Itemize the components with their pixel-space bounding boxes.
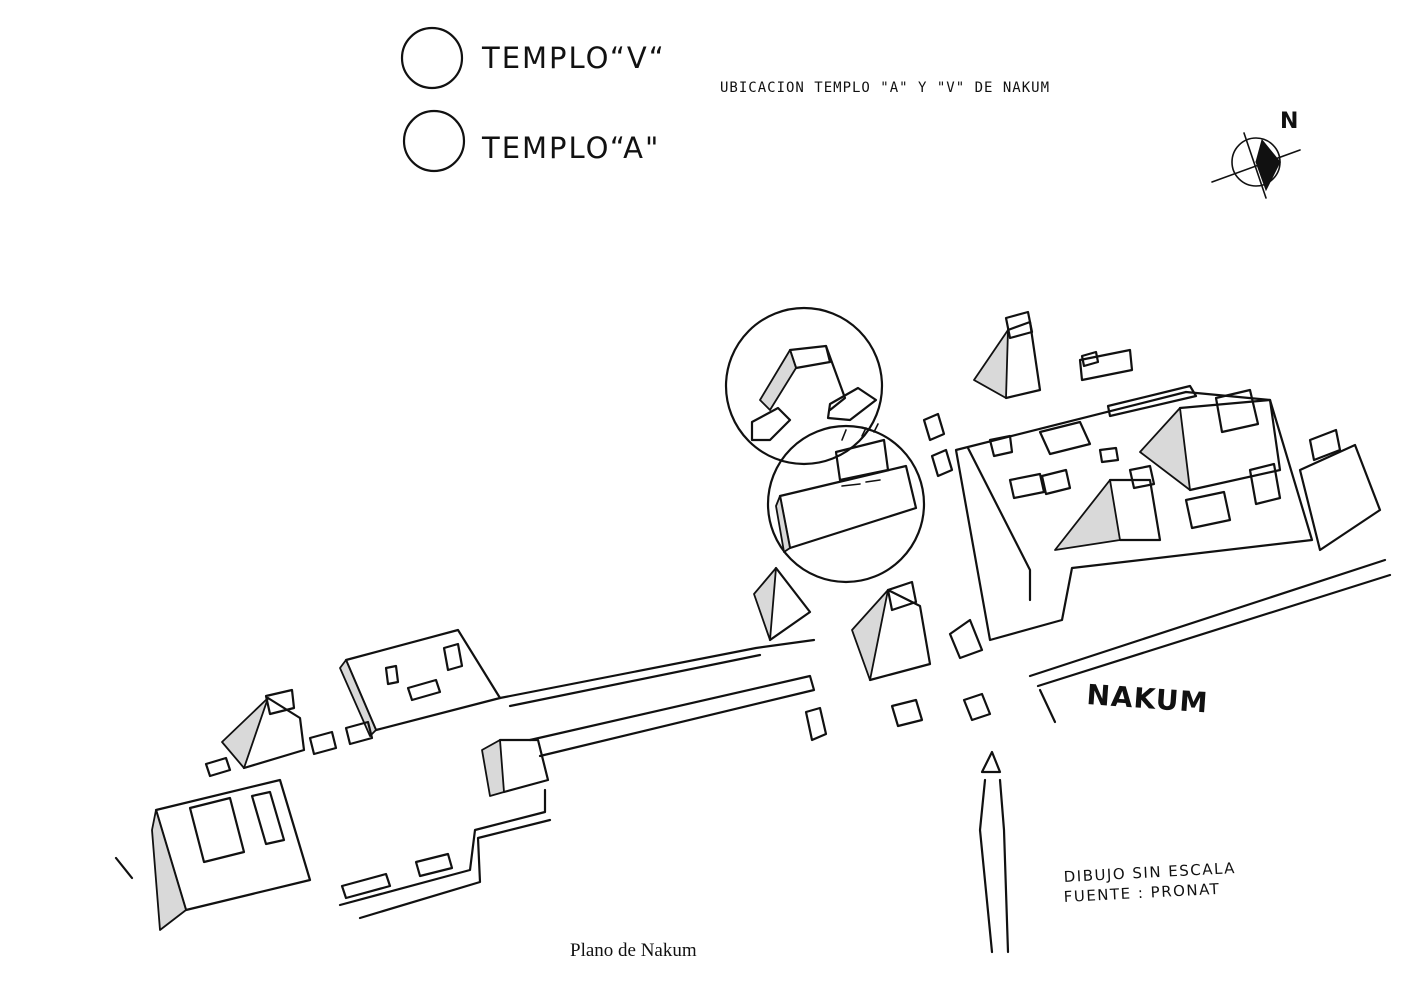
north-arrow-icon: N: [1211, 109, 1301, 199]
legend-circle-icon: [402, 109, 466, 173]
map-notes: DIBUJO SIN ESCALA FUENTE : PRONAT: [1063, 859, 1236, 906]
road-lines: [338, 558, 1392, 954]
north-east-temple: [922, 310, 1134, 478]
site-label: NAKUM: [1086, 678, 1210, 719]
legend-label-templo-a: TEMPLO“A": [481, 131, 660, 165]
legend-item-templo-v: TEMPLO“V“: [400, 26, 666, 90]
templo-a-area: [766, 423, 926, 584]
north-label: N: [1280, 109, 1298, 134]
legend-item-templo-a: TEMPLO“A": [402, 109, 660, 173]
map-legend: TEMPLO“V“ TEMPLO“A": [400, 26, 666, 173]
south-west-complex: [114, 778, 454, 931]
central-temples: [753, 566, 992, 742]
site-drawing: [114, 306, 1392, 954]
map-caption: Plano de Nakum: [570, 940, 697, 961]
west-complex: [204, 628, 550, 797]
legend-label-templo-v: TEMPLO“V“: [481, 41, 666, 75]
east-complex: [954, 384, 1382, 642]
legend-circle-icon: [400, 26, 464, 90]
map-heading: UBICACION TEMPLO "A" Y "V" DE NAKUM: [720, 80, 1050, 96]
templo-v-area: [724, 306, 884, 466]
